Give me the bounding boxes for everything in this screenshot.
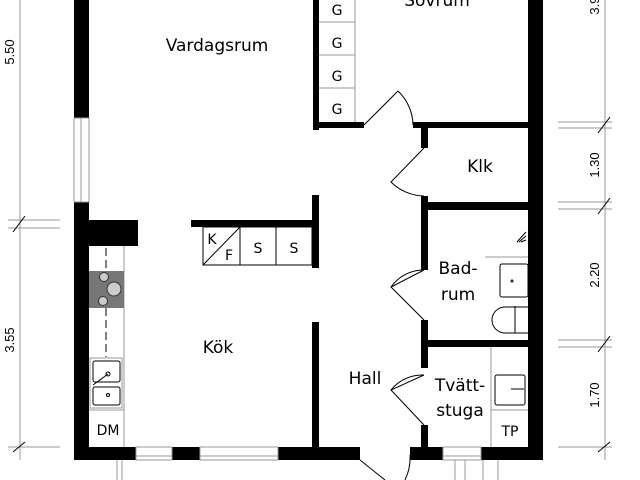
dimension-label: 3.55 [2, 327, 17, 352]
wardrobe-label: G [332, 69, 343, 85]
dimension-label: 5.50 [2, 39, 17, 64]
toilet [491, 306, 528, 334]
doors [359, 90, 425, 480]
wardrobe-label: G [332, 36, 343, 52]
dimension-lines [8, 0, 612, 460]
room-label-tvattstuga: stuga [436, 401, 484, 421]
dimension-label: 1.70 [587, 382, 602, 407]
storage-units: K F S S [202, 226, 313, 266]
room-label-tvattstuga: Tvätt- [434, 376, 485, 396]
laundry-fixtures: TP [490, 347, 528, 447]
room-label-vardagsrum: Vardagsrum [166, 36, 269, 56]
sink [89, 357, 123, 409]
dishwasher-label: DM [97, 423, 120, 439]
windows [73, 117, 499, 480]
storage-label: S [254, 241, 263, 257]
dimension-label: 2.20 [587, 262, 602, 287]
washbasin [499, 263, 529, 298]
fridge-label: K [207, 232, 217, 248]
storage-label: S [290, 241, 299, 257]
kitchen-counter: DM [89, 246, 125, 447]
wardrobe-label: G [332, 3, 343, 19]
dimension-label: 3.95 [587, 0, 602, 15]
room-label-badrum: rum [441, 285, 475, 305]
room-label-sovrum: Sovrum [404, 0, 470, 11]
walls [74, 0, 543, 460]
dimension-label: 1.30 [587, 152, 602, 177]
wardrobe-label: G [332, 102, 343, 118]
wardrobe: G G G G [319, 0, 356, 122]
room-label-hall: Hall [349, 369, 382, 389]
room-label-klk: Klk [467, 157, 493, 177]
room-label-badrum: Bad- [438, 259, 477, 279]
freezer-label: F [225, 248, 233, 264]
laundry-sink [494, 374, 526, 406]
room-label-kok: Kök [203, 338, 234, 358]
dryer-label: TP [501, 424, 519, 440]
bathroom-fixtures [485, 231, 529, 334]
